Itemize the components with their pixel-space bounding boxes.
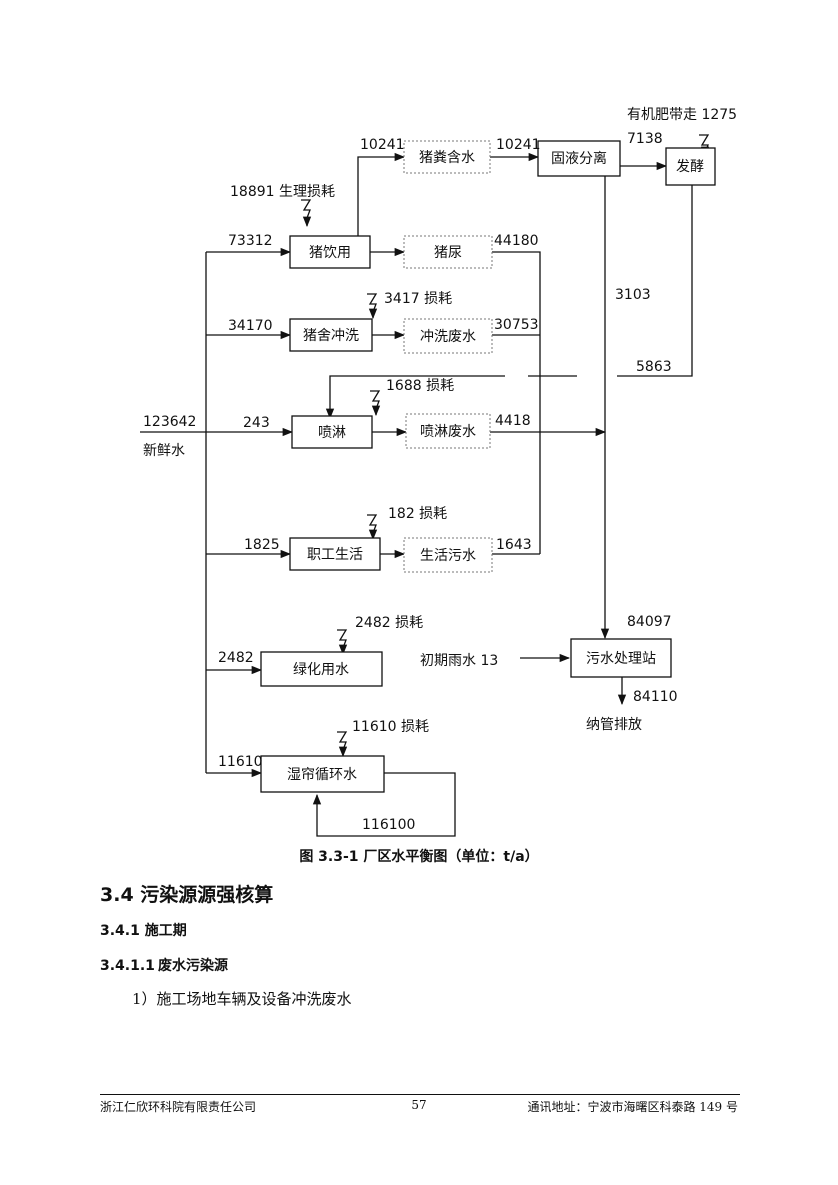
node-label: 猪饮用 xyxy=(309,245,351,261)
node-fermentation: 发酵 xyxy=(665,147,716,186)
node-greening: 绿化用水 xyxy=(260,651,383,687)
label-green-loss: 2482 损耗 xyxy=(355,615,423,631)
node-label: 喷淋 xyxy=(318,425,346,441)
page-number: 57 xyxy=(411,1098,427,1112)
label-curtain-loss: 11610 损耗 xyxy=(352,719,429,735)
node-spraying: 喷淋 xyxy=(291,415,373,449)
node-label: 冲洗废水 xyxy=(420,329,476,345)
loss-squiggle-icon xyxy=(337,731,348,758)
label-manure-in: 10241 xyxy=(360,137,405,153)
footer-divider xyxy=(100,1094,740,1095)
label-staff-loss: 182 损耗 xyxy=(388,506,447,522)
node-label: 固液分离 xyxy=(551,150,607,167)
node-label: 喷淋废水 xyxy=(420,424,476,440)
label-urine-out: 44180 xyxy=(494,233,539,249)
subsection-heading: 3.4.1 施工期 xyxy=(100,923,187,939)
section-heading: 3.4 污染源源强核算 xyxy=(100,884,274,906)
node-label: 绿化用水 xyxy=(293,662,349,678)
list-item: 1）施工场地车辆及设备冲洗废水 xyxy=(132,990,352,1008)
label-fertilizer-out: 有机肥带走 1275 xyxy=(627,107,737,123)
heading-text: 废水污染源 xyxy=(158,958,228,974)
label-spray-in: 243 xyxy=(243,415,270,431)
label-fresh-water-total: 123642 xyxy=(143,414,196,430)
node-solid-liquid-separation: 固液分离 xyxy=(537,140,621,177)
node-wwtp: 污水处理站 xyxy=(570,638,672,678)
figure-caption: 图 3.3-1 厂区水平衡图（单位：t/a） xyxy=(299,849,539,865)
node-staff-living: 职工生活 xyxy=(289,537,381,571)
node-pig-urine: 猪尿 xyxy=(403,235,493,269)
node-pen-washing: 猪舍冲洗 xyxy=(289,318,373,352)
loss-symbols xyxy=(301,134,710,758)
node-label: 猪粪含水 xyxy=(419,150,475,166)
loss-squiggle-icon xyxy=(301,199,312,228)
label-ferment-return: 5863 xyxy=(636,359,672,375)
node-label: 湿帘循环水 xyxy=(287,767,357,783)
label-physio-loss: 18891 生理损耗 xyxy=(230,184,335,200)
footer-company: 浙江仁欣环科院有限责任公司 xyxy=(100,1100,257,1114)
node-washing-wastewater: 冲洗废水 xyxy=(403,318,493,354)
loss-squiggle-icon xyxy=(337,629,348,656)
heading-number: 3.4.1.1 xyxy=(100,958,155,974)
node-domestic-sewage: 生活污水 xyxy=(403,537,493,573)
label-discharge: 纳管排放 xyxy=(586,717,642,733)
label-rain: 初期雨水 13 xyxy=(420,652,498,669)
node-label: 职工生活 xyxy=(307,547,363,563)
water-balance-diagram: 猪饮用 猪舍冲洗 喷淋 职工生活 绿化用水 湿帘循环水 固液分离 发酵 污水处理… xyxy=(140,107,737,837)
loss-squiggle-icon xyxy=(367,514,378,541)
node-label: 污水处理站 xyxy=(586,651,656,667)
label-wash-out: 30753 xyxy=(494,317,539,333)
loss-squiggle-icon xyxy=(367,293,378,320)
node-wet-curtain: 湿帘循环水 xyxy=(260,755,385,793)
label-wwtp-in: 84097 xyxy=(627,614,672,630)
label-wwtp-out: 84110 xyxy=(633,689,678,705)
label-fresh-water: 新鲜水 xyxy=(143,443,185,459)
node-manure-water: 猪粪含水 xyxy=(403,140,491,174)
label-spray-loss: 1688 损耗 xyxy=(386,378,454,394)
label-green-in: 2482 xyxy=(218,650,254,666)
flow-lines xyxy=(140,152,693,837)
node-pig-drinking: 猪饮用 xyxy=(289,235,371,269)
label-wash-loss: 3417 损耗 xyxy=(384,291,452,307)
node-label: 猪尿 xyxy=(434,245,462,261)
label-staff-in: 1825 xyxy=(244,537,280,553)
label-wash-in: 34170 xyxy=(228,318,273,334)
loss-squiggle-icon xyxy=(370,390,381,417)
label-staff-out: 1643 xyxy=(496,537,532,553)
label-curtain-recycle: 116100 xyxy=(362,817,415,833)
node-label: 猪舍冲洗 xyxy=(303,328,359,344)
node-label: 发酵 xyxy=(676,159,704,175)
label-to-fermentation: 7138 xyxy=(627,131,663,147)
flow-labels: 123642 新鲜水 18891 生理损耗 10241 10241 有机肥带走 … xyxy=(143,107,737,833)
node-label: 生活污水 xyxy=(420,548,476,564)
label-spray-out: 4418 xyxy=(495,413,531,429)
node-spray-wastewater: 喷淋废水 xyxy=(405,413,491,449)
label-curtain-in: 11610 xyxy=(218,754,263,770)
label-manure-out: 10241 xyxy=(496,137,541,153)
label-sep-to-wwtp: 3103 xyxy=(615,287,651,303)
label-drink-in: 73312 xyxy=(228,233,273,249)
footer-address: 通讯地址：宁波市海曙区科泰路 149 号 xyxy=(527,1100,738,1114)
